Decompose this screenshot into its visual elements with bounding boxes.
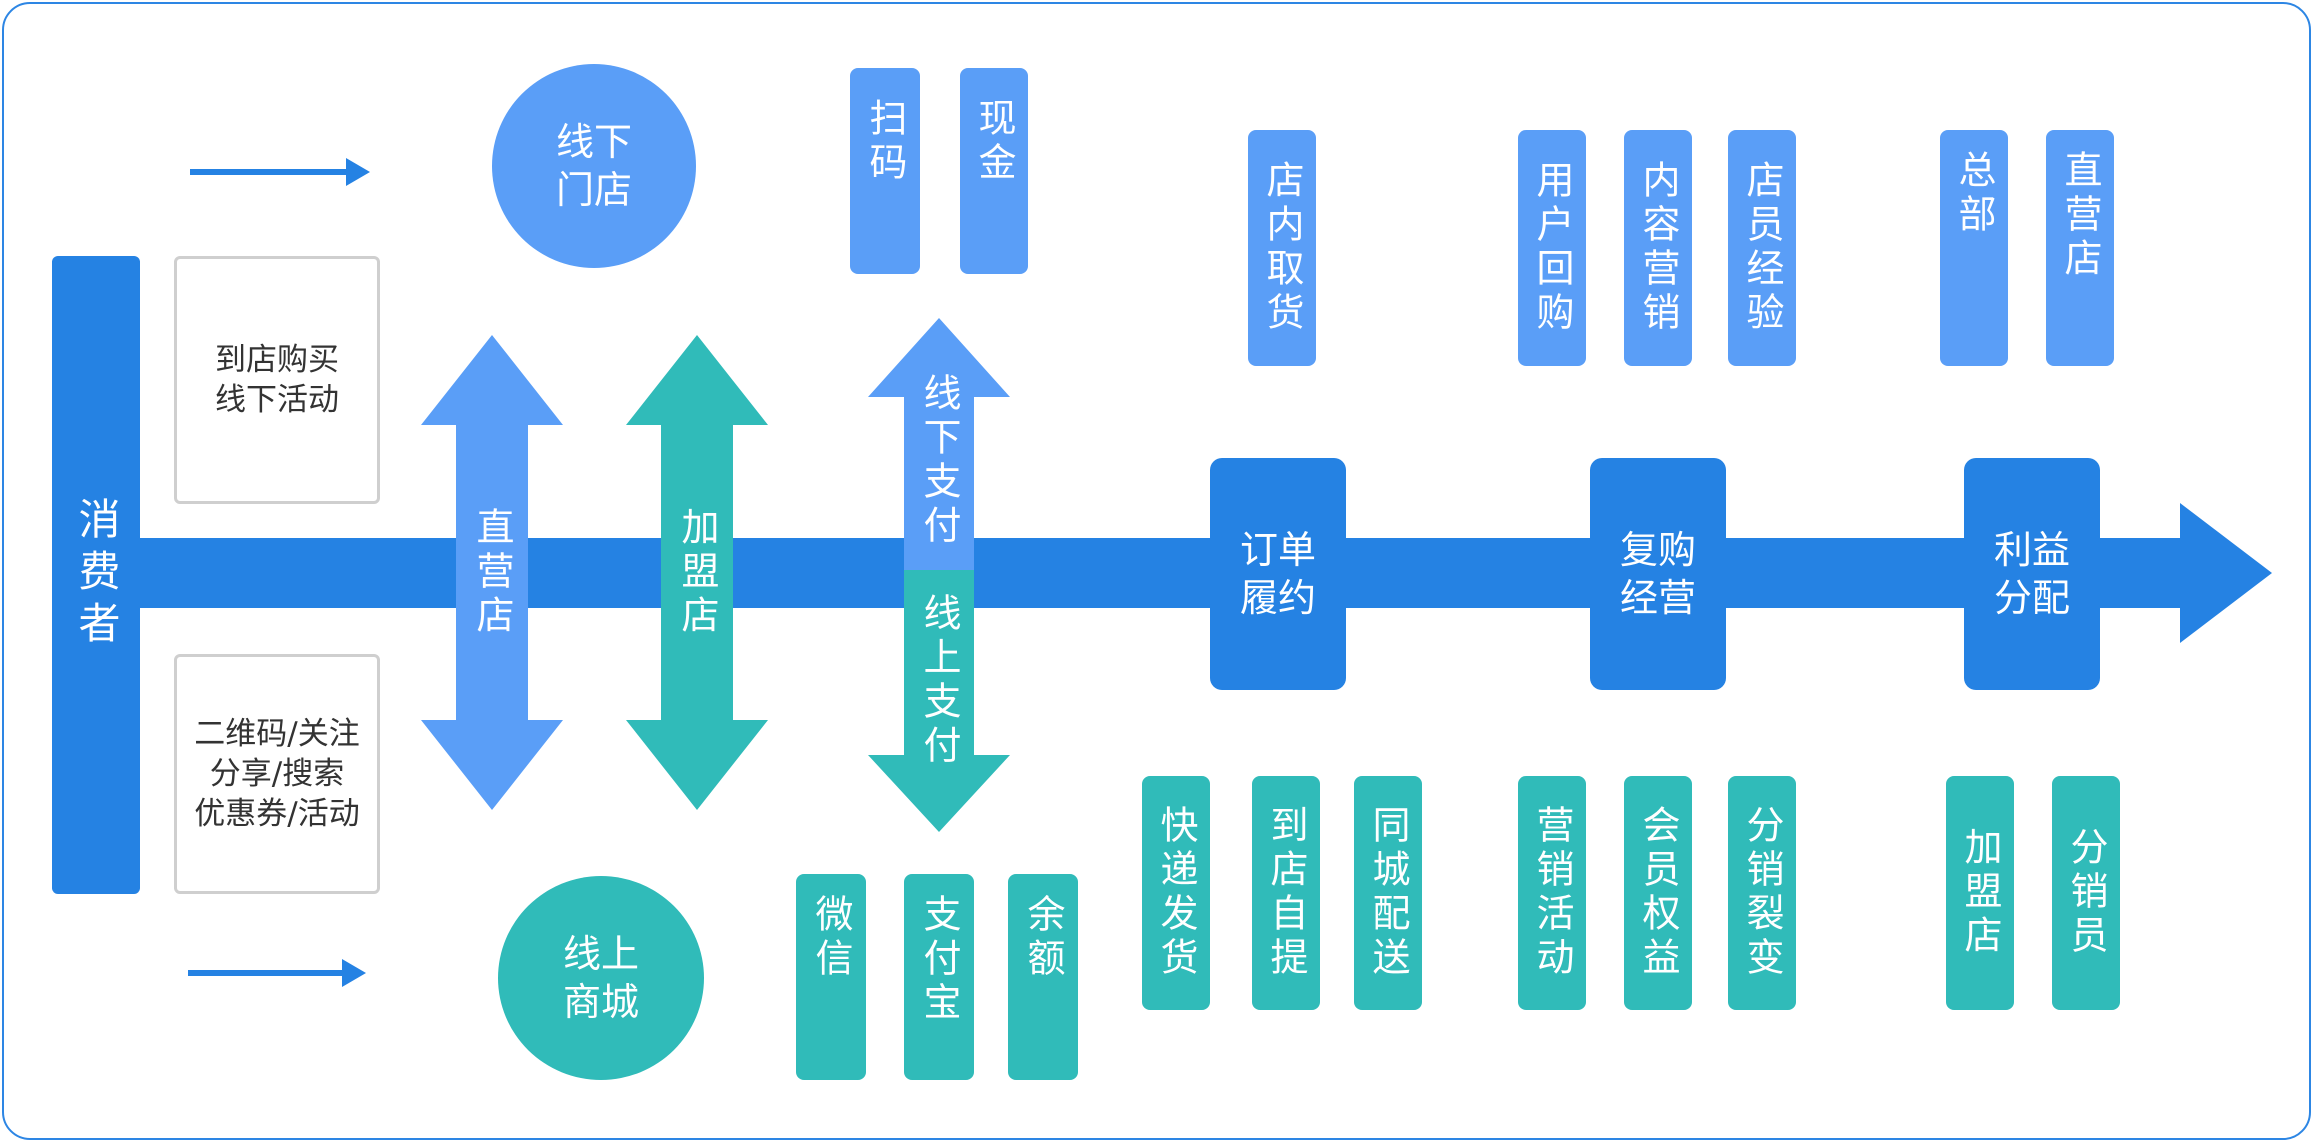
stage-repurchase-bottom-item-label: 营销活动 (1530, 805, 1574, 981)
stage-order-bottom-item-label: 到店自提 (1264, 805, 1308, 981)
offline-payment-label: 线下支付 (917, 373, 961, 549)
consumer-label: 消费者 (72, 497, 121, 653)
stage-repurchase-top-item: 内容营销 (1624, 130, 1692, 366)
direct-store-label: 直营店 (470, 506, 514, 639)
stage-profit-bottom-item: 加盟店 (1946, 776, 2014, 1010)
offline-payment-label-box: 线下支付 (904, 352, 974, 570)
stage-repurchase-bottom-item: 分销裂变 (1728, 776, 1796, 1010)
stage-repurchase-top-item-label: 用户回购 (1530, 160, 1574, 336)
consumer-bar: 消费者 (52, 256, 140, 894)
payment-method-wechat: 微信 (796, 874, 866, 1080)
stage-order-bottom-item: 同城配送 (1354, 776, 1422, 1010)
main-flow-bar (96, 538, 2186, 608)
payment-method-balance: 余额 (1008, 874, 1078, 1080)
franchise-store-label-box: 加盟店 (661, 425, 733, 720)
stage-repurchase-top-item: 用户回购 (1518, 130, 1586, 366)
payment-method-wechat-label: 微信 (809, 894, 853, 982)
stage-repurchase: 复购 经营 (1590, 458, 1726, 690)
main-flow-arrowhead (2180, 503, 2272, 643)
payment-method-alipay: 支付宝 (904, 874, 974, 1080)
stage-repurchase-bottom-item-label: 会员权益 (1636, 805, 1680, 981)
stage-order-top-item-label: 店内取货 (1260, 160, 1304, 336)
payment-method-cash-label: 现金 (972, 98, 1016, 186)
stage-order-fulfillment: 订单 履约 (1210, 458, 1346, 690)
payment-method-alipay-label: 支付宝 (917, 894, 961, 1026)
stage-repurchase-top-item: 店员经验 (1728, 130, 1796, 366)
offline-entry-note: 到店购买 线下活动 (174, 256, 380, 504)
stage-order-bottom-item: 到店自提 (1252, 776, 1320, 1010)
online-payment-label-box: 线上支付 (904, 572, 974, 790)
stage-profit-bottom-item-label: 加盟店 (1958, 827, 2002, 959)
offline-store-circle: 线下 门店 (492, 64, 696, 268)
stage-order-bottom-item-label: 同城配送 (1366, 805, 1410, 981)
direct-store-label-box: 直营店 (456, 425, 528, 720)
online-entry-note: 二维码/关注 分享/搜索 优惠券/活动 (174, 654, 380, 894)
payment-method-cash: 现金 (960, 68, 1028, 274)
online-payment-label: 线上支付 (917, 593, 961, 769)
online-entry-arrowhead (342, 959, 366, 987)
stage-profit-top-item-label: 总部 (1952, 150, 1996, 238)
stage-profit-bottom-item-label: 分销员 (2064, 827, 2108, 959)
direct-store-double-arrow (421, 335, 563, 810)
payment-method-scan-label: 扫码 (863, 98, 907, 186)
stage-order-bottom-item-label: 快递发货 (1154, 805, 1198, 981)
payment-method-balance-label: 余额 (1021, 894, 1065, 982)
stage-repurchase-bottom-item-label: 分销裂变 (1740, 805, 1784, 981)
online-mall-circle: 线上 商城 (498, 876, 704, 1080)
stage-profit-top-item: 总部 (1940, 130, 2008, 366)
stage-profit-distribution: 利益 分配 (1964, 458, 2100, 690)
franchise-store-double-arrow (626, 335, 768, 810)
stage-order-top-item: 店内取货 (1248, 130, 1316, 366)
franchise-store-label: 加盟店 (675, 506, 719, 639)
stage-order-bottom-item: 快递发货 (1142, 776, 1210, 1010)
offline-entry-arrowhead (346, 158, 370, 186)
stage-repurchase-bottom-item: 会员权益 (1624, 776, 1692, 1010)
stage-profit-bottom-item: 分销员 (2052, 776, 2120, 1010)
online-payment-arrow (868, 570, 1010, 832)
stage-profit-top-item: 直营店 (2046, 130, 2114, 366)
stage-repurchase-bottom-item: 营销活动 (1518, 776, 1586, 1010)
payment-method-scan: 扫码 (850, 68, 920, 274)
stage-repurchase-top-item-label: 店员经验 (1740, 160, 1784, 336)
offline-payment-arrow (868, 318, 1010, 570)
stage-profit-top-item-label: 直营店 (2058, 150, 2102, 282)
stage-repurchase-top-item-label: 内容营销 (1636, 160, 1680, 336)
